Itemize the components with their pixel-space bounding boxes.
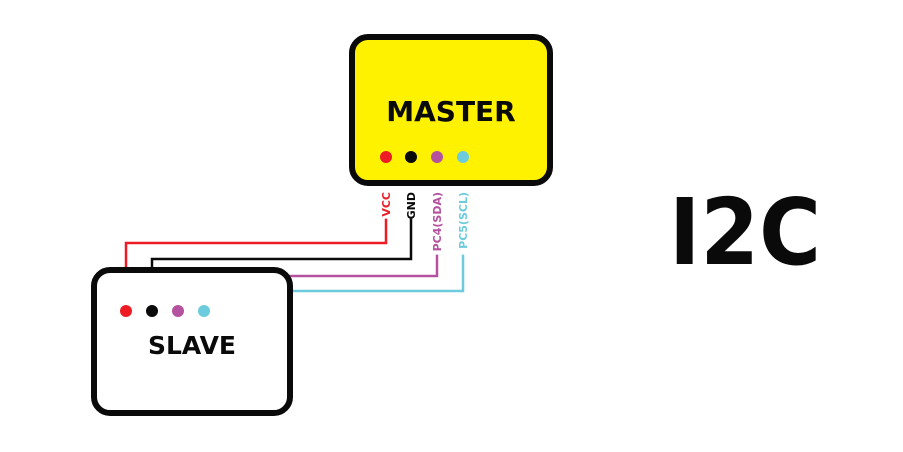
slave-pin-scl [198,305,210,317]
pin-label-vcc: VCC [380,192,393,217]
pin-label-gnd: GND [405,192,418,219]
master-pin-scl [457,151,469,163]
slave-pin-gnd [146,305,158,317]
master-box [349,34,553,186]
master-pin-sda [431,151,443,163]
pin-label-scl: PC5(SCL) [457,192,470,249]
slave-label: SLAVE [148,331,236,360]
slave-box [91,267,293,416]
master-pins [380,151,469,163]
pin-label-sda: PC4(SDA) [431,192,444,251]
protocol-title: I2C [669,179,821,286]
slave-pin-vcc [120,305,132,317]
master-pin-vcc [380,151,392,163]
master-pin-gnd [405,151,417,163]
slave-pin-sda [172,305,184,317]
slave-pins [120,305,210,317]
pin-labels: VCC GND PC4(SDA) PC5(SCL) [380,192,470,251]
master-label: MASTER [386,95,516,128]
